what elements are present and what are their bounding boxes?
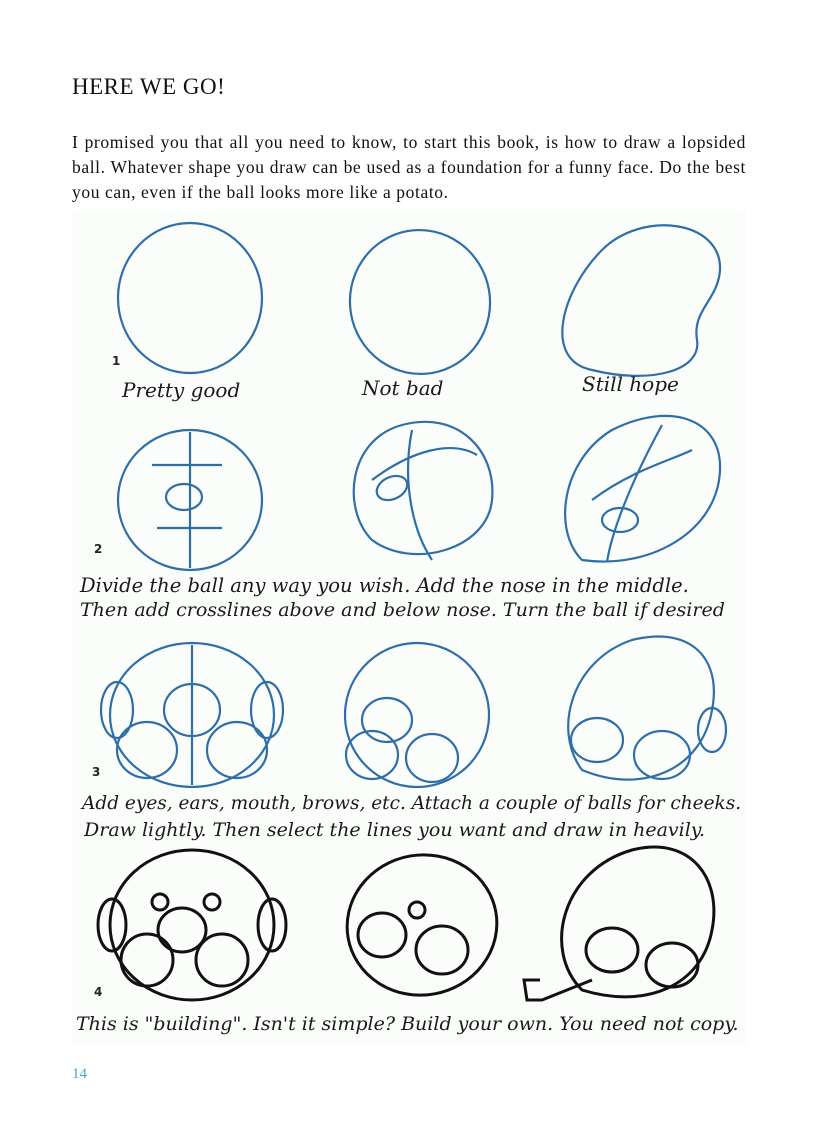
sketched-face-1 [99,641,285,789]
caption-step-3-line-2: Draw lightly. Then select the lines you … [84,819,706,841]
finished-face-1 [96,848,288,1002]
page-title: HERE WE GO! [72,74,226,99]
caption-pretty-good: Pretty good [122,378,241,402]
finished-face-3 [522,845,716,1002]
step-number-1: 1 [112,354,121,368]
page-number: 14 [72,1066,87,1082]
ball-sketch-2 [348,228,492,376]
caption-not-bad: Not bad [362,376,444,400]
intro-paragraph: I promised you that all you need to know… [72,132,746,202]
step-number-4: 4 [94,985,103,999]
finished-face-2 [345,853,499,997]
divided-ball-3 [564,414,722,563]
caption-still-hope: Still hope [582,372,679,396]
step-number-2: 2 [94,542,103,556]
caption-step-4: This is "building". Isn't it simple? Bui… [76,1013,739,1035]
caption-step-3-line-1: Add eyes, ears, mouth, brows, etc. Attac… [82,793,742,814]
caption-step-2-line-2: Then add crosslines above and below nose… [80,599,725,621]
divided-ball-2 [352,420,494,561]
sketched-face-2 [343,641,491,789]
pipe [522,978,593,1002]
ball-sketch-1 [116,221,264,375]
ball-sketch-3 [561,224,722,377]
sketched-face-3 [567,635,728,781]
step-number-3: 3 [92,765,101,779]
caption-step-2-line-1: Divide the ball any way you wish. Add th… [80,574,689,597]
drawing-lesson-illustration: 1 Pretty good Not bad Still hope 2 Divid… [72,210,746,1045]
divided-ball-1 [116,428,264,572]
